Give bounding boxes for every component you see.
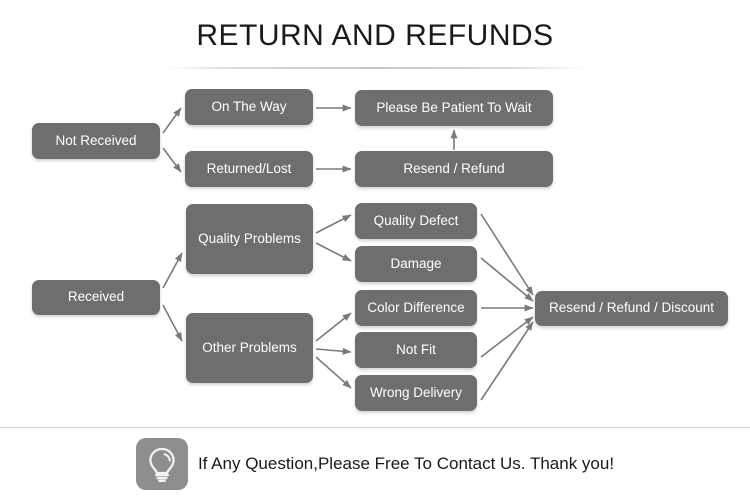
footer-text: If Any Question,Please Free To Contact U…	[197, 454, 615, 473]
connector-received-to-quality-problems	[162, 252, 183, 289]
node-label: Quality Defect	[373, 212, 459, 228]
node-label: Not Received	[55, 132, 137, 148]
title-divider	[163, 67, 587, 69]
node-quality-problems[interactable]: Quality Problems	[186, 204, 313, 274]
connector-other-problems-to-wrong-delivery	[315, 356, 352, 389]
connector-not-received-to-on-the-way	[162, 107, 182, 134]
node-resend-refund-discount[interactable]: Resend / Refund / Discount	[535, 291, 728, 326]
connector-quality-problems-to-damage	[315, 242, 352, 262]
connector-other-problems-to-not-fit	[315, 347, 352, 355]
node-returned-lost[interactable]: Returned/Lost	[185, 151, 313, 187]
node-label: Received	[67, 289, 125, 305]
footer: If Any Question,Please Free To Contact U…	[0, 428, 750, 500]
connector-not-received-to-returned-lost	[162, 147, 182, 173]
footer-divider	[0, 427, 750, 428]
node-on-the-way[interactable]: On The Way	[185, 89, 313, 125]
node-received[interactable]: Received	[32, 280, 160, 315]
lightbulb-glyph	[149, 447, 175, 482]
flowchart-connectors	[162, 104, 534, 401]
node-label: Damage	[390, 255, 442, 271]
node-color-difference[interactable]: Color Difference	[355, 290, 477, 326]
connector-received-to-other-problems	[162, 304, 183, 342]
node-label: Resend / Refund / Discount	[548, 300, 715, 316]
connector-quality-problems-to-quality-defect	[315, 214, 352, 234]
node-label: Color Difference	[367, 299, 465, 315]
node-label: Not Fit	[396, 341, 436, 357]
page-title: RETURN AND REFUNDS	[196, 19, 554, 52]
node-wrong-delivery[interactable]: Wrong Delivery	[355, 375, 477, 411]
node-label: Returned/Lost	[206, 160, 292, 176]
node-label: Other Problems	[202, 339, 297, 355]
connector-wrong-delivery-to-resend-refund-discount	[480, 321, 534, 401]
connector-damage-to-resend-refund-discount	[480, 257, 534, 302]
node-quality-defect[interactable]: Quality Defect	[355, 203, 477, 239]
node-resend-refund[interactable]: Resend / Refund	[355, 151, 553, 187]
node-label: Resend / Refund	[403, 160, 505, 176]
node-other-problems[interactable]: Other Problems	[186, 313, 313, 383]
node-label: Please Be Patient To Wait	[376, 99, 532, 115]
connector-quality-defect-to-resend-refund-discount	[480, 213, 534, 296]
node-not-fit[interactable]: Not Fit	[355, 332, 477, 368]
flowchart: Not Received Received On The Way Returne…	[32, 89, 728, 411]
node-label: On The Way	[211, 98, 287, 114]
connector-other-problems-to-color-difference	[315, 312, 352, 342]
node-not-received[interactable]: Not Received	[32, 123, 160, 159]
node-please-be-patient-to-wait[interactable]: Please Be Patient To Wait	[355, 90, 553, 126]
node-label: Quality Problems	[198, 230, 301, 246]
node-label: Wrong Delivery	[369, 384, 463, 400]
connector-not-fit-to-resend-refund-discount	[480, 316, 534, 358]
node-damage[interactable]: Damage	[355, 246, 477, 282]
title-area: RETURN AND REFUNDS	[0, 14, 750, 58]
lightbulb-icon	[135, 438, 188, 490]
